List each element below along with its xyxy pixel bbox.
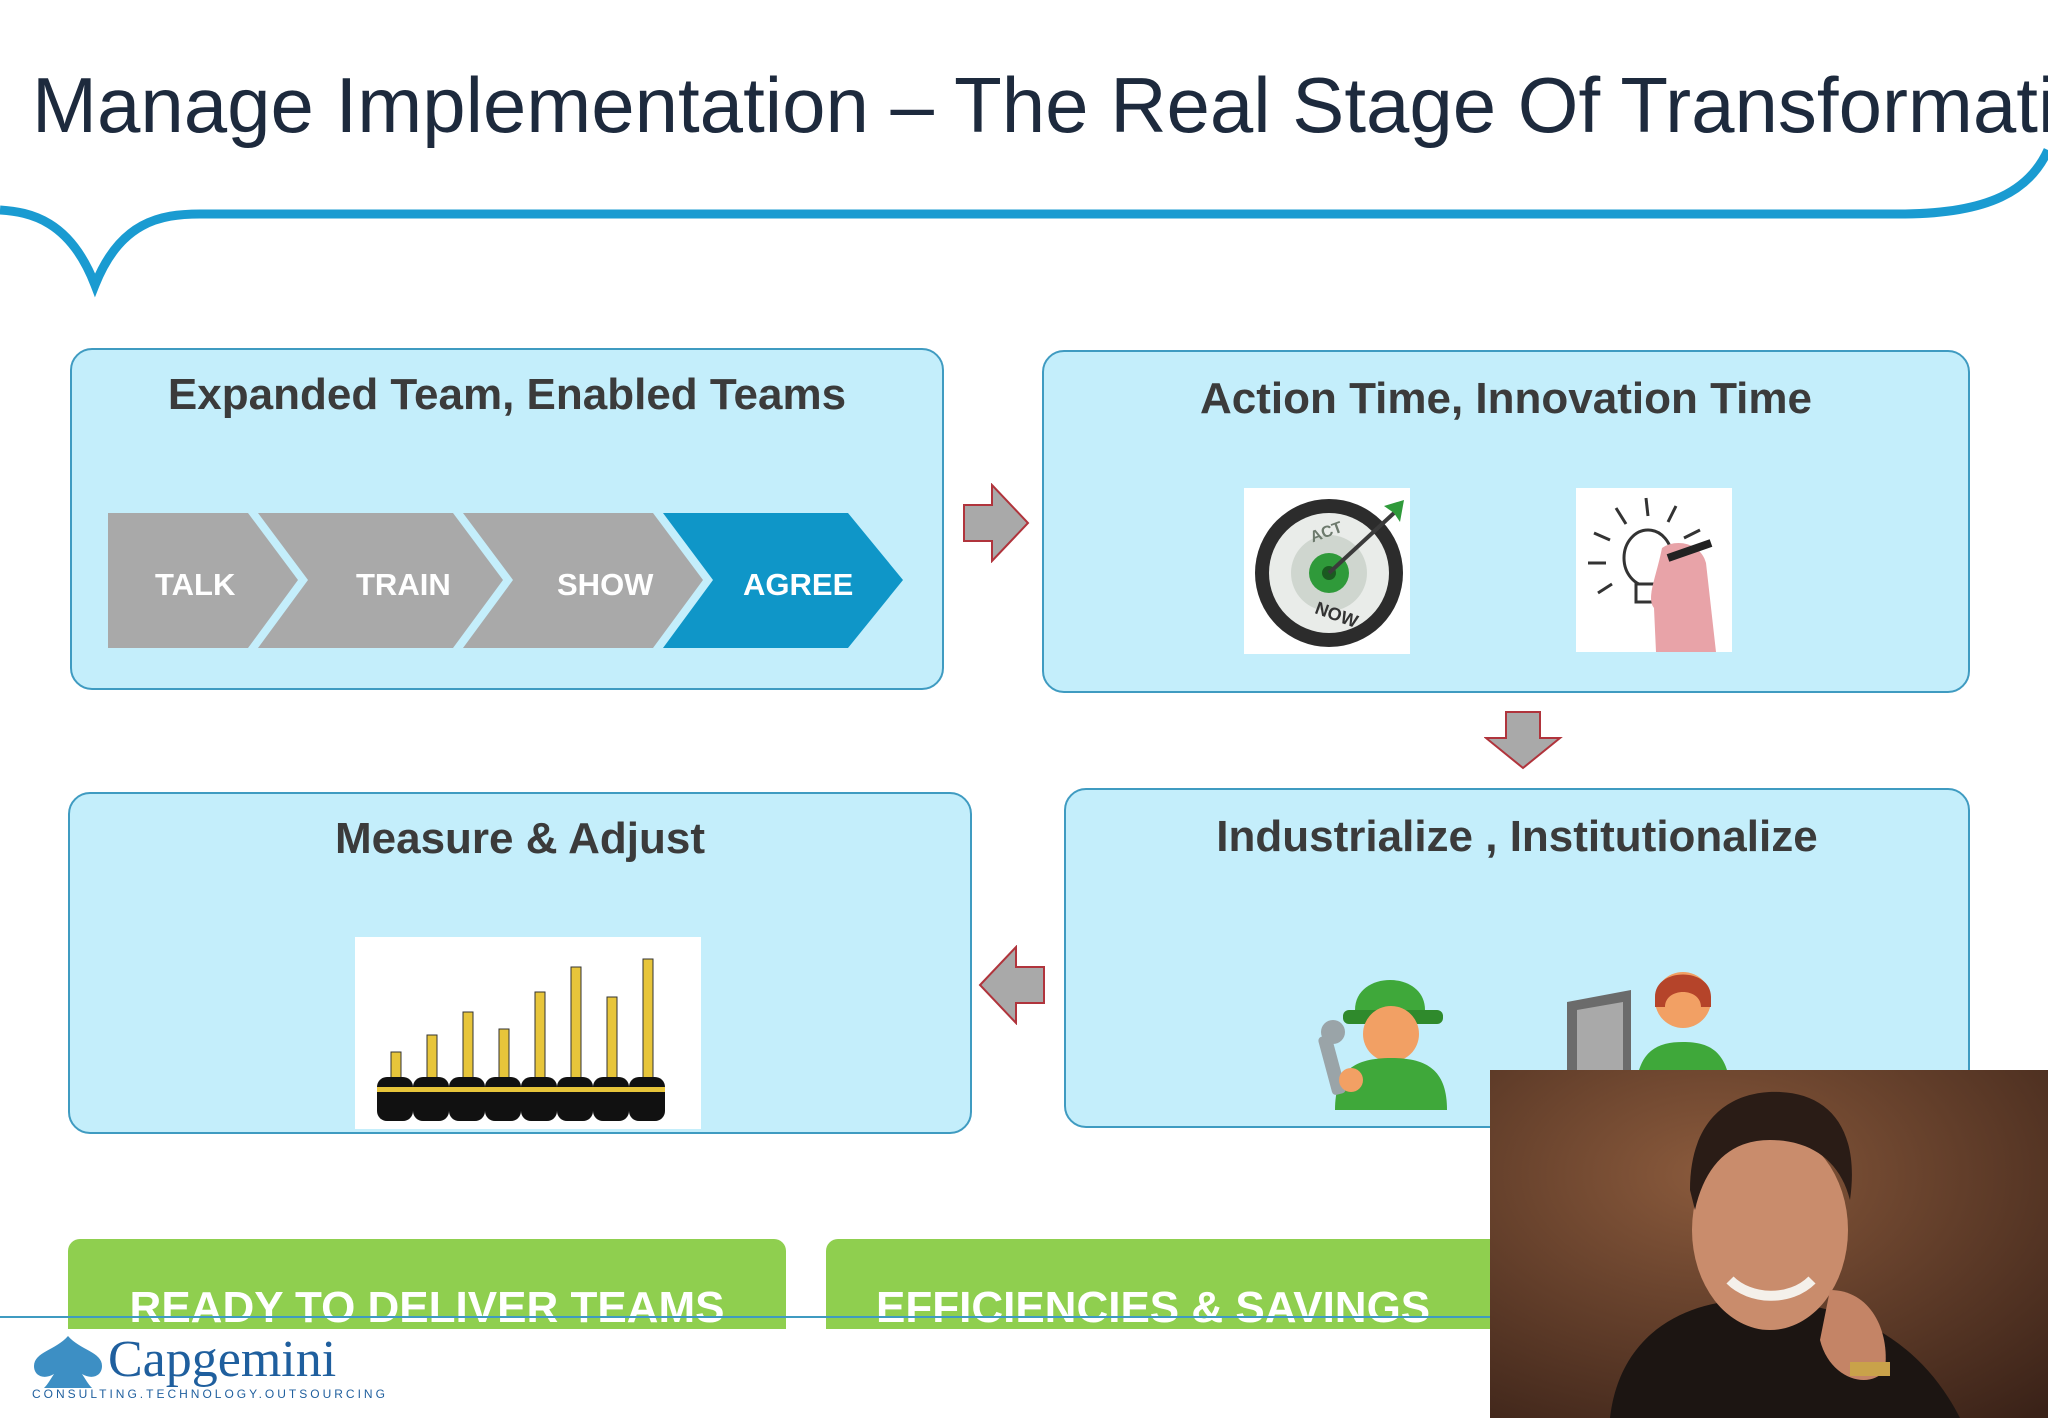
tab-efficiencies-savings: EFFICIENCIES & SAVINGS (826, 1239, 1516, 1332)
chevron-label-talk: TALK (155, 567, 236, 602)
tab-ready-to-deliver-teams-label: READY TO DELIVER TEAMS (129, 1283, 725, 1332)
tab-efficiencies-savings-label: EFFICIENCIES & SAVINGS (876, 1283, 1431, 1332)
capgemini-tagline: CONSULTING.TECHNOLOGY.OUTSOURCING (32, 1387, 388, 1401)
chevron-label-train: TRAIN (356, 567, 451, 602)
presenter-webcam (1490, 1070, 2048, 1418)
tape-measures-icon (377, 958, 665, 1121)
footer-divider (0, 1316, 2048, 1318)
chevron-agree (663, 513, 903, 648)
arrow-down-icon (1484, 711, 1563, 770)
box-action-time-title: Action Time, Innovation Time (1199, 374, 1812, 423)
chevron-process (108, 513, 903, 648)
target-icon: ACT NOW (1255, 499, 1404, 647)
box-action-time: Action Time, Innovation Time (1042, 350, 1970, 693)
arrow-right-icon (963, 483, 1030, 563)
chevron-label-show: SHOW (557, 567, 654, 602)
chevron-show (463, 513, 703, 648)
box-measure-adjust-title: Measure & Adjust (334, 814, 705, 863)
chevron-label-agree: AGREE (743, 567, 854, 602)
box-industrialize-title: Industrialize , Institutionalize (1216, 812, 1818, 861)
chevron-train (258, 513, 503, 648)
capgemini-logo: Capgemini (108, 1331, 337, 1388)
mechanic-icon (1318, 980, 1447, 1110)
tape-measures-image (355, 937, 701, 1129)
box-expanded-team-title: Expanded Team, Enabled Teams (167, 370, 847, 419)
header-swoosh (0, 148, 2048, 298)
arrow-left-icon (978, 945, 1045, 1025)
target-image: ACT NOW (1244, 488, 1410, 654)
lightbulb-icon (1588, 497, 1716, 652)
chevron-talk (108, 513, 298, 648)
presenter-video-icon (1490, 1070, 2048, 1418)
tab-ready-to-deliver-teams: READY TO DELIVER TEAMS (68, 1239, 786, 1332)
capgemini-spade-icon (34, 1336, 102, 1388)
lightbulb-image (1576, 488, 1732, 652)
slide-title: Manage Implementation – The Real Stage O… (32, 61, 2048, 149)
